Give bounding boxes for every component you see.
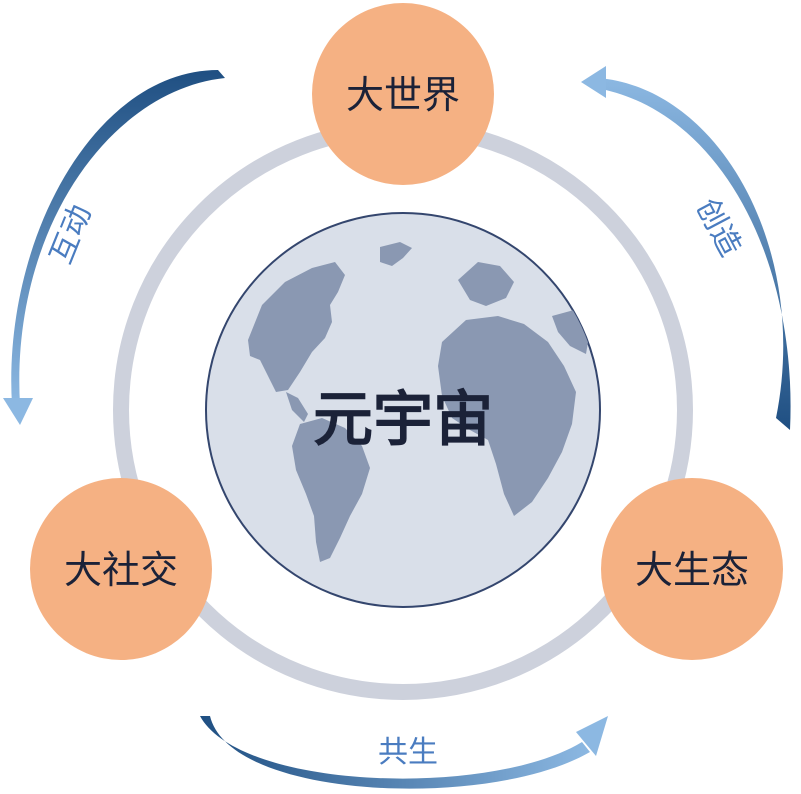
arrow-right-label: 创造 xyxy=(689,193,748,262)
arrow-bottom: 共生 xyxy=(200,716,608,789)
arrow-bottom-label: 共生 xyxy=(378,735,438,770)
arrow-left: 互动 xyxy=(3,70,225,425)
arrow-right-head xyxy=(581,66,606,98)
node-left-label: 大社交 xyxy=(64,548,178,592)
arrow-bottom-body xyxy=(200,716,590,789)
node-top-label: 大世界 xyxy=(346,73,460,117)
node-right-label: 大生态 xyxy=(635,548,749,592)
node-right-circle xyxy=(601,478,783,660)
node-left: 大社交 xyxy=(30,478,212,660)
arrow-bottom-head xyxy=(576,716,608,756)
node-top: 大世界 xyxy=(312,3,494,185)
globe: 元宇宙 xyxy=(205,212,601,608)
node-top-circle xyxy=(312,3,494,185)
center-label: 元宇宙 xyxy=(313,385,493,455)
arrow-left-head xyxy=(3,398,33,425)
node-right: 大生态 xyxy=(601,478,783,660)
node-left-circle xyxy=(30,478,212,660)
arrow-right-body xyxy=(596,78,791,430)
arrow-left-body xyxy=(11,70,225,405)
